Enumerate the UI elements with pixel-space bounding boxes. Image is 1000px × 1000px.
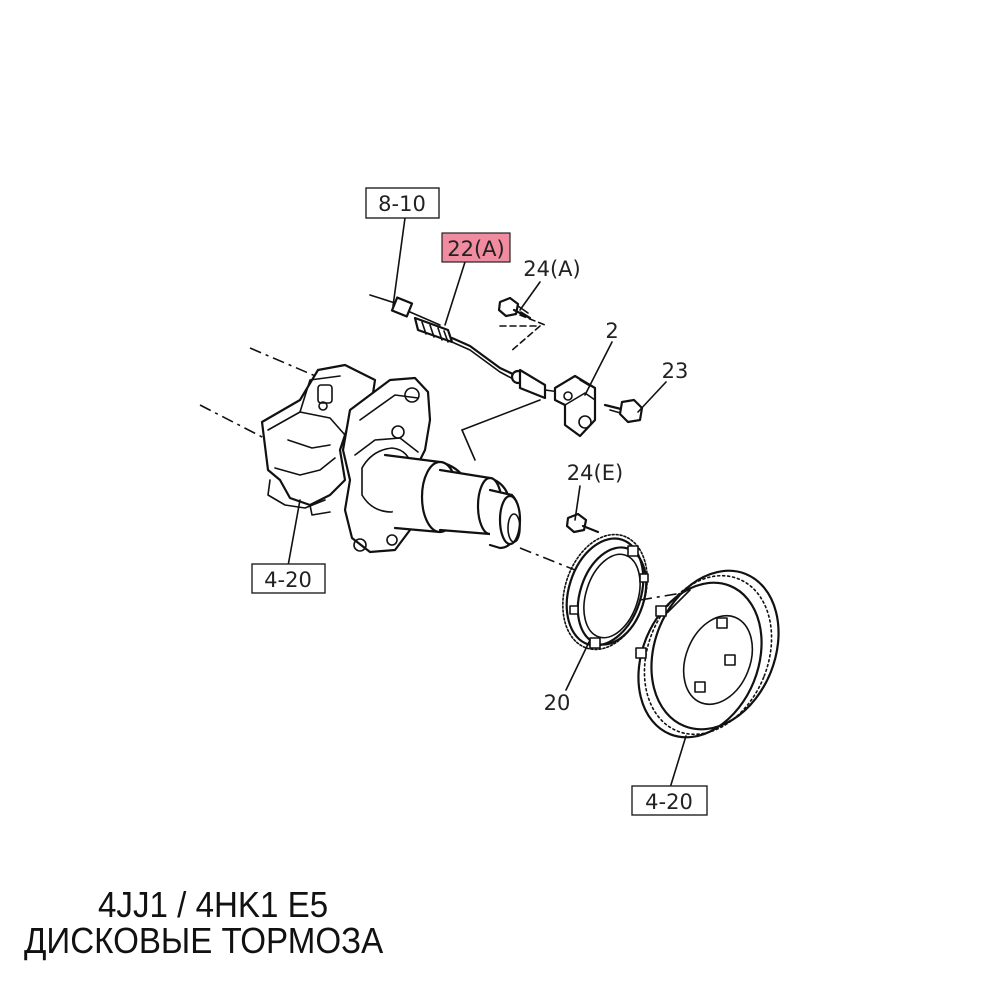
callout-22a[interactable]: 22(A) [441, 232, 511, 263]
callout-20-label[interactable]: 20 [544, 691, 571, 715]
caption-engine-model: 4JJ1 / 4HK1 E5 [98, 884, 329, 925]
axle-housing [260, 363, 377, 516]
caption-section-title: ДИСКОВЫЕ ТОРМОЗА [24, 920, 384, 961]
brake-disc [635, 569, 780, 739]
callout-23-label[interactable]: 23 [662, 359, 689, 383]
callout-4-20-right-label: 4-20 [645, 790, 693, 814]
spindle-shaft [383, 453, 522, 550]
bolt-24e [565, 512, 600, 534]
leader-lines [287, 217, 687, 789]
callout-2-label[interactable]: 2 [605, 319, 618, 343]
bolt-24a [497, 296, 532, 320]
callout-4-20-right[interactable]: 4-20 [631, 785, 708, 816]
callout-24e-label[interactable]: 24(E) [567, 461, 623, 485]
callout-22a-label: 22(A) [447, 237, 504, 261]
callout-8-10-label: 8-10 [378, 192, 426, 216]
callout-4-20-left[interactable]: 4-20 [251, 563, 326, 594]
callout-8-10[interactable]: 8-10 [365, 187, 440, 219]
sensor-ring [562, 533, 649, 651]
bolt-23 [603, 398, 644, 424]
cable-connection-leader [499, 314, 546, 353]
callout-4-20-left-label: 4-20 [264, 568, 312, 592]
callout-24a-label[interactable]: 24(A) [523, 257, 580, 281]
sensor-bracket [553, 374, 597, 438]
